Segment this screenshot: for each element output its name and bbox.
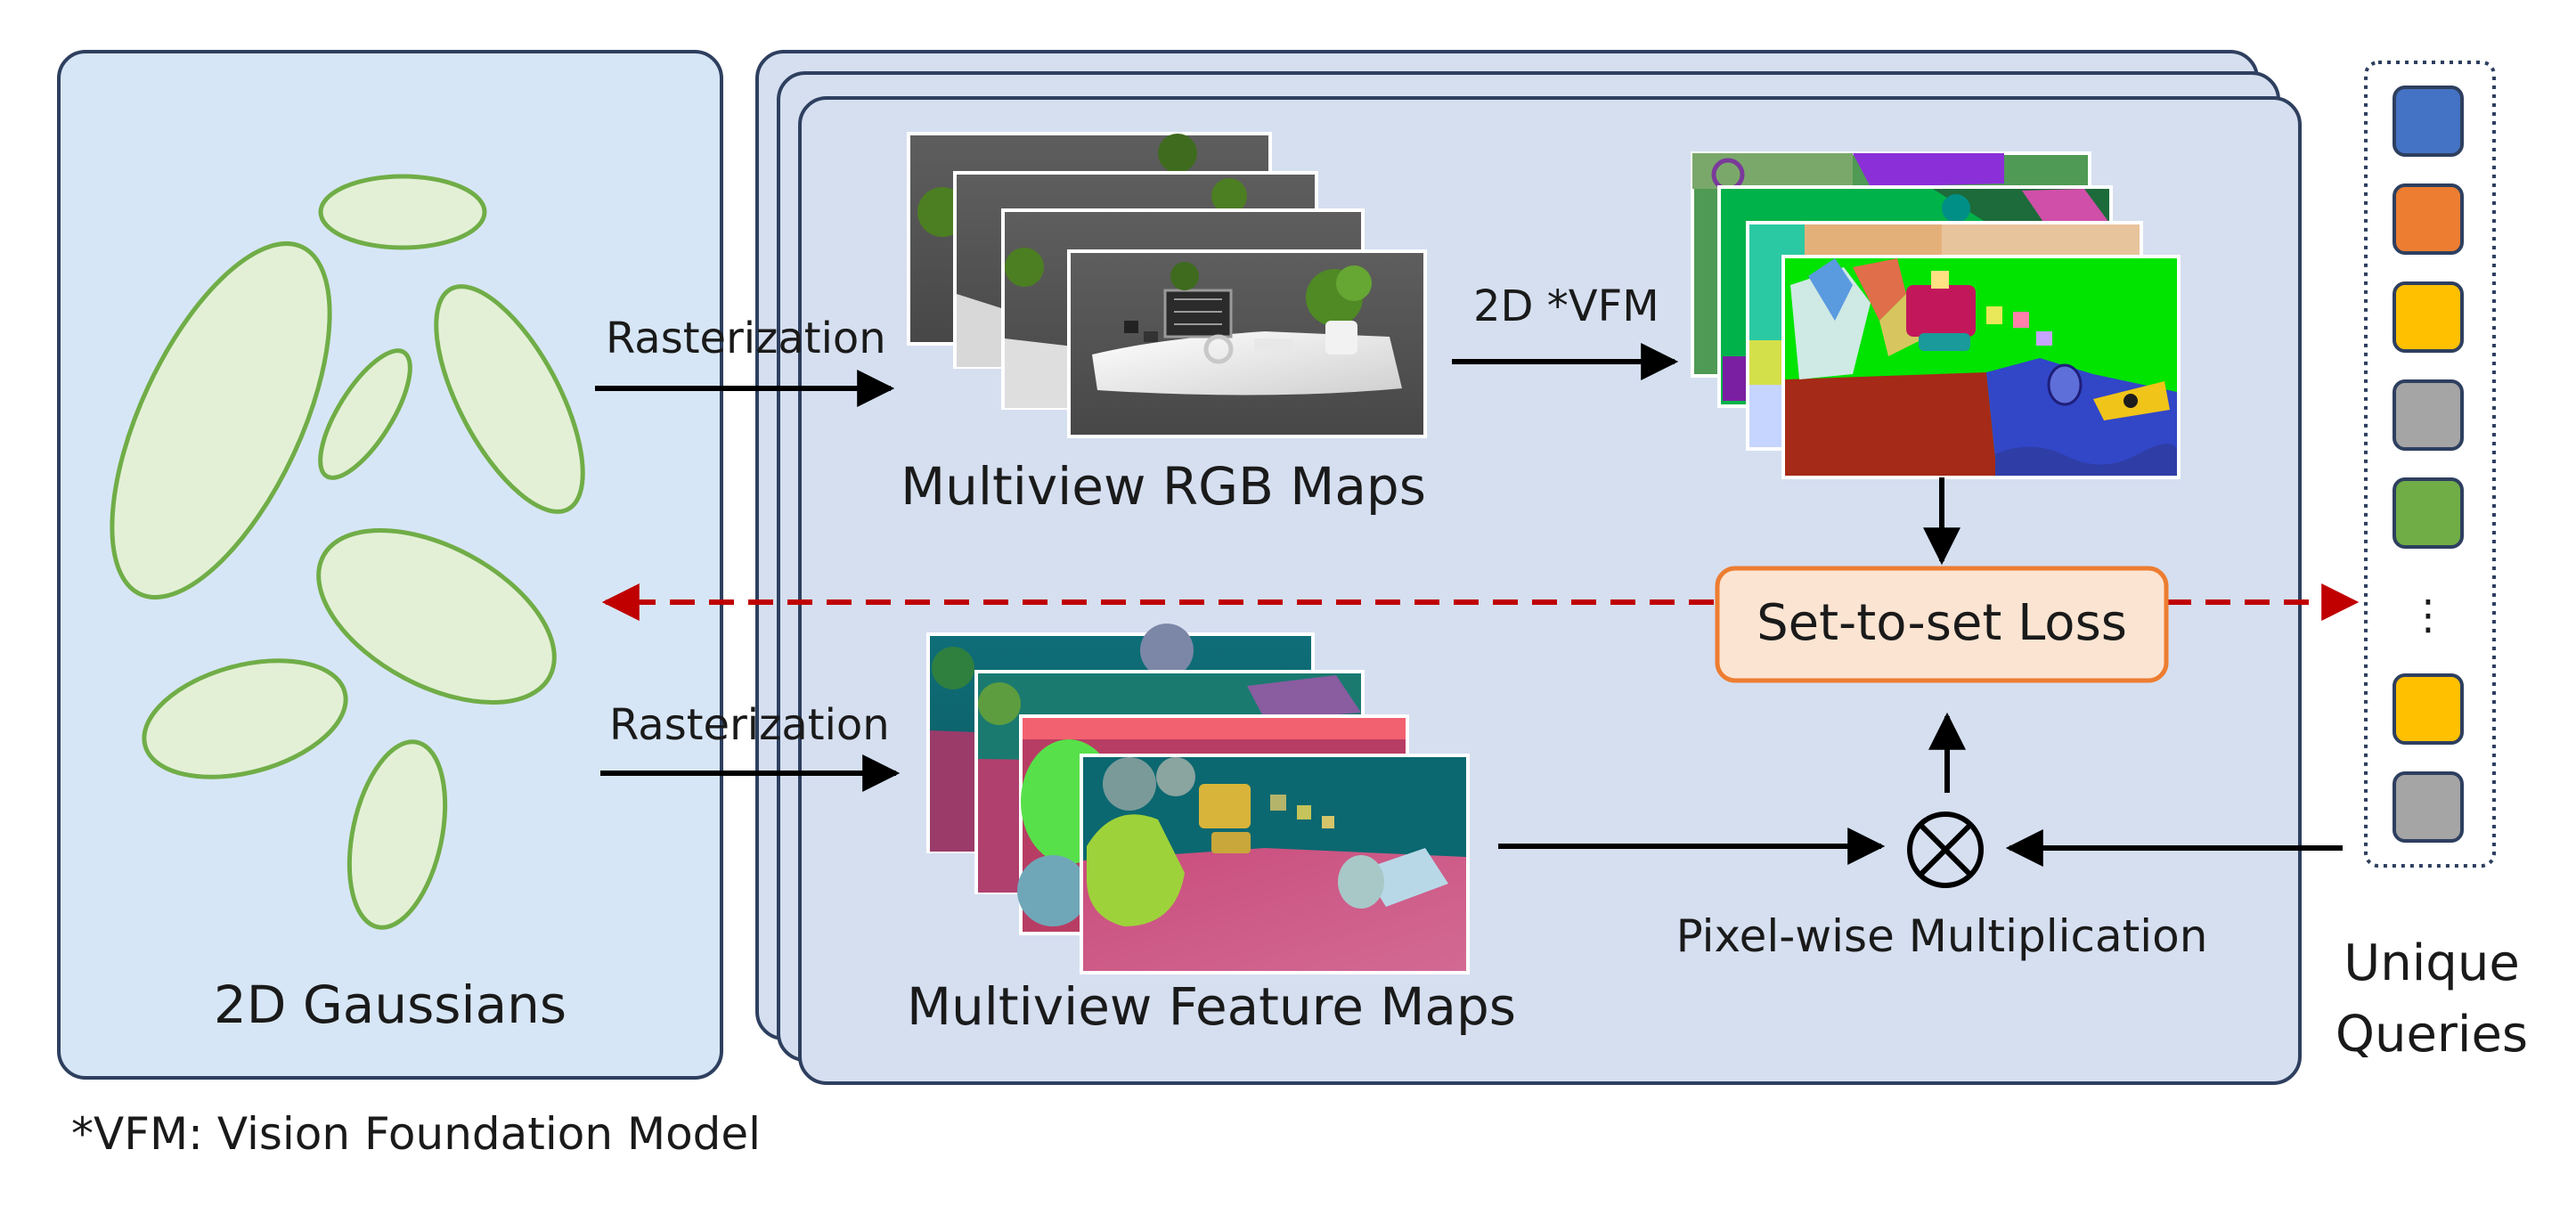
query-square-icon	[2393, 183, 2464, 255]
loss-label: Set-to-set Loss	[1757, 594, 2127, 652]
query-square-icon	[2393, 281, 2464, 353]
rasterization-top-label: Rasterization	[606, 314, 886, 363]
query-squares	[2393, 86, 2464, 843]
footnote: *VFM: Vision Foundation Model	[71, 1108, 761, 1160]
feature-maps-label: Multiview Feature Maps	[907, 976, 1516, 1037]
feature-render-image	[1080, 754, 1470, 974]
arrows	[595, 343, 2343, 867]
gaussian-ellipse	[316, 527, 557, 705]
queries-label-line2: Queries	[2336, 1006, 2528, 1064]
query-square-icon	[2393, 673, 2464, 745]
gaussian-ellipse	[434, 284, 585, 514]
query-square-icon	[2393, 771, 2464, 843]
pixel-multiplication-node: Pixel-wise Multiplication	[1676, 811, 2208, 962]
segmentation-mask-image	[1781, 255, 2181, 479]
gaussian-ellipse	[318, 348, 412, 480]
gaussians-label: 2D Gaussians	[214, 974, 567, 1035]
query-square-icon	[2393, 379, 2464, 451]
gaussian-ellipse	[142, 658, 348, 779]
gaussian-ellipses	[110, 174, 585, 930]
query-square-icon	[2393, 86, 2464, 157]
queries-ellipsis: ⋮	[2408, 591, 2449, 639]
pixel-mult-label: Pixel-wise Multiplication	[1676, 910, 2208, 962]
gaussians-panel: 2D Gaussians	[57, 50, 723, 1080]
gaussian-ellipse	[110, 241, 332, 600]
queries-label-line1: Unique	[2344, 934, 2520, 992]
rgb-map-stack: Multiview RGB Maps	[901, 132, 1427, 517]
rgb-render-image	[1067, 249, 1427, 438]
gaussian-ellipse	[346, 739, 448, 930]
unique-queries-column: ⋮ Unique Queries	[2336, 61, 2528, 1064]
rasterization-bottom-label: Rasterization	[609, 700, 890, 750]
rgb-maps-label: Multiview RGB Maps	[901, 456, 1426, 517]
vfm-mask-stack	[1691, 151, 2181, 479]
query-square-icon	[2393, 477, 2464, 549]
multiply-icon	[1907, 811, 1984, 888]
vfm-arrow-label: 2D *VFM	[1473, 281, 1659, 331]
gaussian-ellipse	[318, 174, 487, 250]
feature-map-stack: Multiview Feature Maps	[907, 624, 1516, 1037]
set-to-set-loss-box: Set-to-set Loss	[1715, 566, 2169, 683]
